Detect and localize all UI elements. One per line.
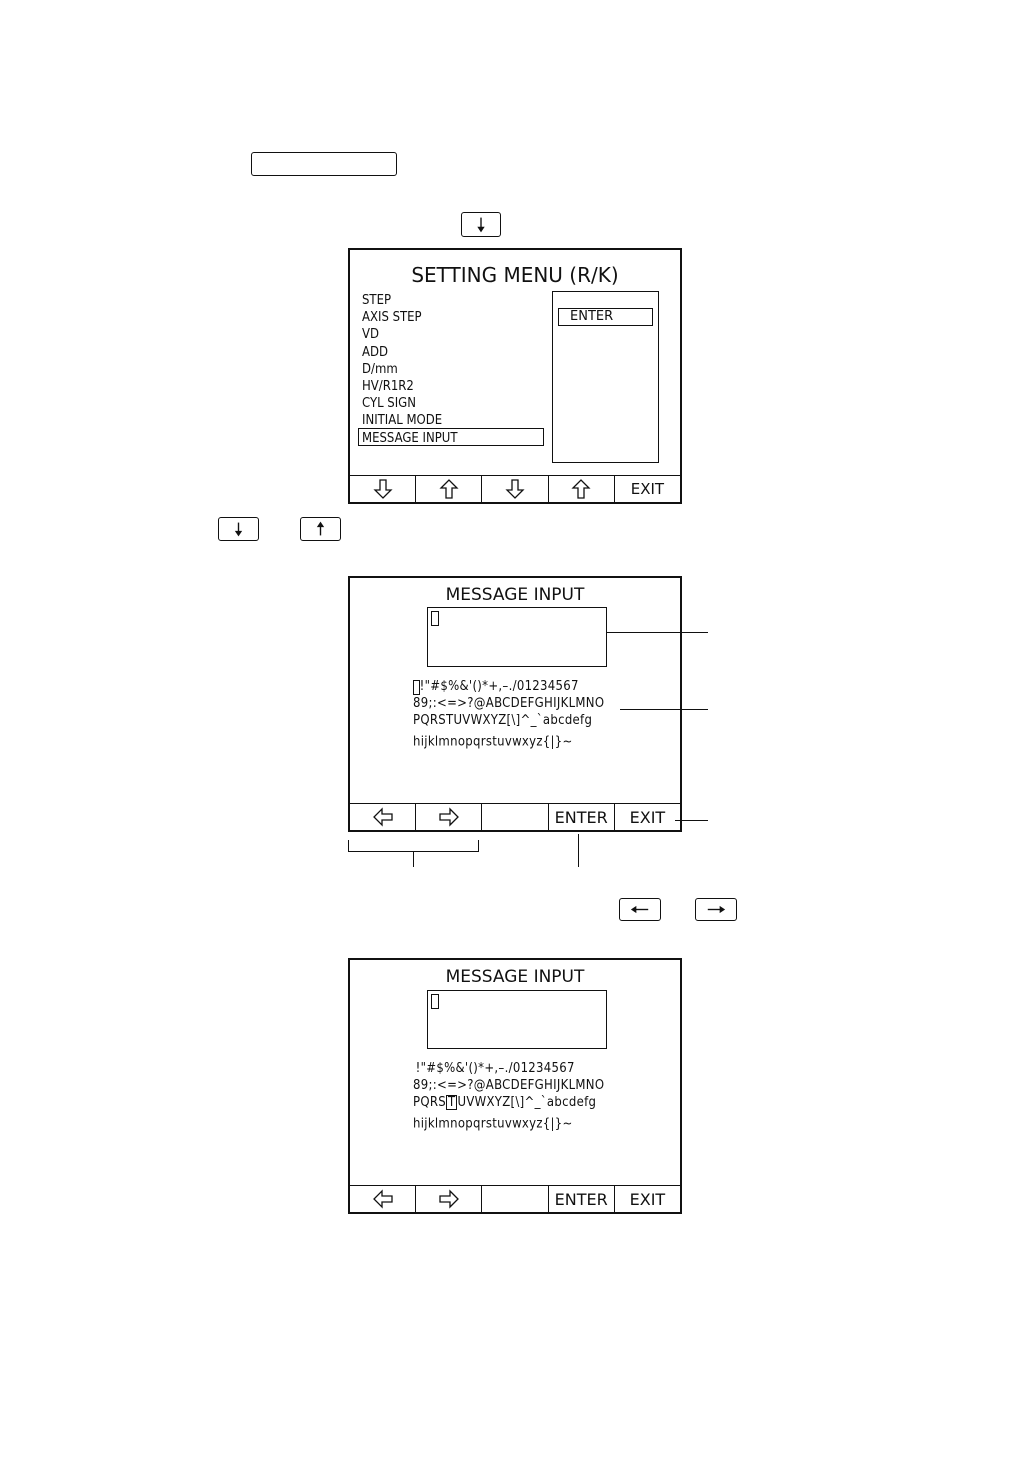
left-arrow-icon [630, 905, 649, 914]
message-input-screen-1: MESSAGE INPUT !"#$%&'()*+,–./01234567 89… [348, 576, 682, 832]
setting-menu-screen: SETTING MENU (R/K) STEP AXIS STEP VD ADD… [348, 248, 682, 504]
up-key[interactable] [300, 517, 341, 541]
setting-menu-title: SETTING MENU (R/K) [411, 263, 619, 287]
message-input-title: MESSAGE INPUT [445, 585, 585, 605]
fkey-up-2[interactable] [549, 476, 615, 502]
menu-selection-highlight [358, 428, 544, 446]
left-arrow-icon [372, 1189, 393, 1209]
menu-item-initial-mode[interactable]: INITIAL MODE [362, 413, 443, 429]
fkey-exit[interactable]: EXIT [629, 807, 666, 827]
charset-row-2: 89;:<=>?@ABCDEFGHIJKLMNO [413, 696, 605, 711]
setting-menu-list: STEP AXIS STEP VD ADD D/mm HV/R1R2 CYL S… [362, 292, 457, 447]
fkey-blank[interactable] [482, 804, 549, 830]
charset-row-2: 89;:<=>?@ABCDEFGHIJKLMNO [413, 1078, 605, 1093]
fkey-up-1[interactable] [416, 476, 483, 502]
selected-char-highlight: T [446, 1095, 458, 1110]
right-arrow-icon [439, 1189, 459, 1209]
fkey-enter[interactable]: ENTER [549, 804, 615, 830]
fkey-right[interactable] [416, 1186, 483, 1212]
fkey-down-1[interactable] [350, 476, 417, 502]
text-cursor [431, 611, 439, 626]
charset-row-3: PQRSTUVWXYZ[\]^_`abcdefg [413, 713, 593, 728]
fkey-left[interactable] [350, 804, 417, 830]
menu-item-hv-r1r2[interactable]: HV/R1R2 [362, 378, 414, 394]
fkey-left[interactable] [350, 1186, 417, 1212]
backspace-symbol [573, 733, 576, 742]
left-arrow-icon [372, 807, 393, 827]
menu-item-vd[interactable]: VD [362, 327, 380, 343]
right-key[interactable] [695, 898, 737, 921]
message-input-screen-2: MESSAGE INPUT !"#$%&'()*+,–./01234567 89… [348, 958, 682, 1214]
fkey-enter[interactable]: ENTER [549, 1186, 615, 1212]
right-arrow-icon [439, 807, 459, 827]
backspace-symbol [573, 1115, 576, 1124]
charset-row-1: !"#$%&'()*+,–./01234567 [413, 1060, 604, 1077]
menu-item-message-input[interactable]: MESSAGE INPUT [362, 430, 458, 446]
down-arrow-icon [505, 479, 525, 499]
charset-row-4: hijklmnopqrstuvwxyz{|}~ [413, 729, 604, 749]
up-arrow-icon [571, 479, 591, 499]
message-input-title: MESSAGE INPUT [445, 967, 585, 987]
message-field[interactable] [427, 607, 607, 667]
down-arrow-icon [373, 479, 393, 499]
bracket-right-edge [478, 840, 479, 852]
menu-item-axis-step[interactable]: AXIS STEP [362, 310, 422, 326]
menu-item-add[interactable]: ADD [362, 344, 389, 360]
up-arrow-icon [316, 521, 325, 536]
message-field[interactable] [427, 990, 607, 1049]
charset-row-4: hijklmnopqrstuvwxyz{|}~ [413, 1111, 604, 1131]
message-function-bar-1: ENTER EXIT [350, 803, 680, 830]
leader-line-enter [578, 834, 579, 867]
down-arrow-icon [234, 522, 243, 537]
character-set[interactable]: !"#$%&'()*+,–./01234567 89;:<=>?@ABCDEFG… [413, 678, 605, 749]
right-arrow-icon [707, 905, 726, 914]
fkey-exit[interactable]: EXIT [629, 1189, 666, 1209]
leader-line-charset [620, 709, 708, 710]
blank-key[interactable] [251, 152, 397, 176]
fkey-right[interactable] [416, 804, 483, 830]
left-key[interactable] [619, 898, 661, 921]
character-set[interactable]: !"#$%&'()*+,–./01234567 89;:<=>?@ABCDEFG… [413, 1060, 605, 1131]
fkey-exit[interactable]: EXIT [630, 480, 665, 498]
fkey-down-2[interactable] [482, 476, 549, 502]
leader-line-message-field [606, 632, 708, 633]
fkey-blank[interactable] [482, 1186, 549, 1212]
text-cursor [431, 994, 439, 1009]
menu-item-step[interactable]: STEP [362, 293, 392, 308]
up-arrow-icon [439, 479, 459, 499]
bracket-left-edge [348, 840, 349, 852]
message-function-bar-2: ENTER EXIT [350, 1185, 680, 1212]
charset-row-1: !"#$%&'()*+,–./01234567 [413, 678, 604, 695]
down-key[interactable] [461, 212, 501, 237]
leader-line-arrow-keys [413, 851, 414, 867]
enter-option[interactable]: ENTER [558, 308, 653, 326]
menu-item-d-mm[interactable]: D/mm [362, 361, 398, 377]
space-char-highlight [413, 680, 420, 695]
menu-item-cyl-sign[interactable]: CYL SIGN [362, 396, 416, 412]
down-key-2[interactable] [218, 517, 259, 541]
setting-function-bar: EXIT [350, 475, 680, 502]
leader-line-exit [675, 820, 708, 821]
down-arrow-icon [477, 217, 485, 233]
setting-side-panel: ENTER [552, 291, 659, 463]
